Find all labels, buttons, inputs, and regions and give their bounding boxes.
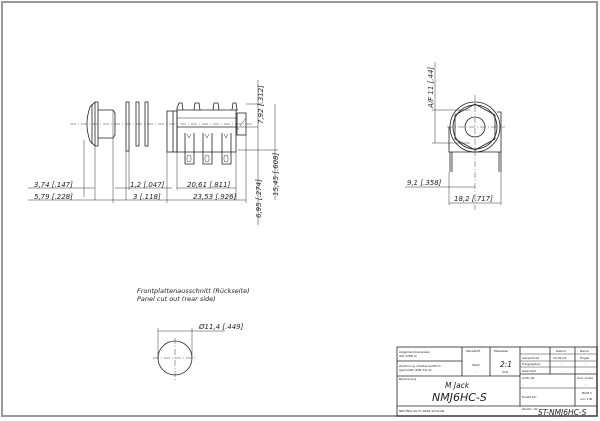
nut-part bbox=[86, 101, 116, 147]
approved-label: Freigegeben bbox=[522, 362, 541, 366]
material-value: Stahl bbox=[472, 363, 480, 367]
sheet-label: Blatt 1 bbox=[582, 391, 592, 395]
drawn-name: Engler bbox=[580, 356, 590, 360]
panel-cutout-title-en: Panel cut out (rear side) bbox=[137, 295, 216, 303]
dim-1-2: 1,2 [.047] bbox=[130, 181, 165, 189]
order-no-value: - bbox=[523, 382, 524, 386]
index-value: - bbox=[585, 382, 586, 386]
order-no-label: Auftr.-Nr. bbox=[522, 376, 535, 380]
changed-date: - bbox=[562, 369, 563, 373]
drawing-no-value: ST-NMJ6HC-S bbox=[538, 408, 587, 417]
drawn-date: 04.02.03 bbox=[553, 356, 566, 360]
side-view: 3,74 [.147] 5,79 [.228] 1,2 [.047] 3 [.1… bbox=[28, 80, 280, 225]
index-label: Änd.-Index bbox=[577, 375, 593, 380]
dim-3-74: 3,74 [.147] bbox=[34, 181, 73, 189]
designation-label: Benennung bbox=[399, 377, 416, 381]
dim-7-92: 7,92 [.312] bbox=[257, 85, 265, 124]
scale-value: 2:1 bbox=[500, 360, 512, 369]
dim-20-61: 20,61 [.811] bbox=[187, 181, 231, 189]
replaces-label: Ersatz für: bbox=[522, 395, 537, 399]
dim-5-79: 5,79 [.228] bbox=[34, 193, 73, 201]
material-label: Werkstoff bbox=[466, 349, 481, 353]
scale-label: Massstab bbox=[494, 349, 508, 353]
drawn-label: Gezeichnet bbox=[522, 356, 540, 360]
dim-9-1: 9,1 [.358] bbox=[407, 179, 442, 187]
jack-body bbox=[166, 102, 247, 165]
approved-date: - bbox=[562, 362, 563, 366]
dim-3: 3 [.118] bbox=[133, 193, 161, 201]
company-name: NEUTRIK AG FL-9494 SCHAAN bbox=[399, 409, 444, 413]
dim-6-95: 6,95 [.274] bbox=[255, 179, 263, 218]
copyright-label: Zeichnung urheberrechtlich bbox=[399, 364, 441, 368]
changed-label: Geändert bbox=[522, 369, 537, 373]
title-block: Allgemeintoleranzen ISO 2768-m Zeichnung… bbox=[396, 346, 598, 417]
sheet-of: von 1 Bl. bbox=[580, 397, 593, 401]
date-header: Datum bbox=[556, 349, 566, 353]
tolerances-label: Allgemeintoleranzen bbox=[399, 350, 430, 354]
panel-cutout-view: Frontplattenausschnitt (Rückseite) Panel… bbox=[137, 287, 250, 380]
tolerances-value: ISO 2768-m bbox=[399, 354, 417, 358]
dim-diameter-11-4: Ø11,4 [.449] bbox=[198, 323, 244, 331]
washer-parts bbox=[125, 101, 149, 152]
panel-cutout-title-de: Frontplattenausschnitt (Rückseite) bbox=[137, 287, 250, 295]
changed-name: - bbox=[586, 369, 587, 373]
drawing-no-label: Zeichn.-Nr. bbox=[522, 407, 538, 411]
designation-line-1: M Jack bbox=[445, 381, 470, 390]
dim-18-2: 18,2 [.717] bbox=[454, 195, 493, 203]
copyright-label-2: geschützt (DIN 34) 01 bbox=[399, 368, 432, 372]
approved-name: - bbox=[586, 362, 587, 366]
name-header: Name bbox=[580, 349, 589, 353]
front-view: A/F 11 [.44] 9,1 [.358] 18,2 [.717] bbox=[405, 62, 505, 210]
dim-15-45: 15,45 [.608] bbox=[272, 152, 280, 196]
dim-af-11: A/F 11 [.44] bbox=[427, 67, 435, 109]
dim-23-53: 23,53 [.926] bbox=[193, 193, 237, 201]
material-value-2: - bbox=[475, 369, 476, 373]
designation-line-2: NMJ6HC-S bbox=[432, 391, 487, 404]
scale-sub: (A3) bbox=[502, 370, 508, 374]
